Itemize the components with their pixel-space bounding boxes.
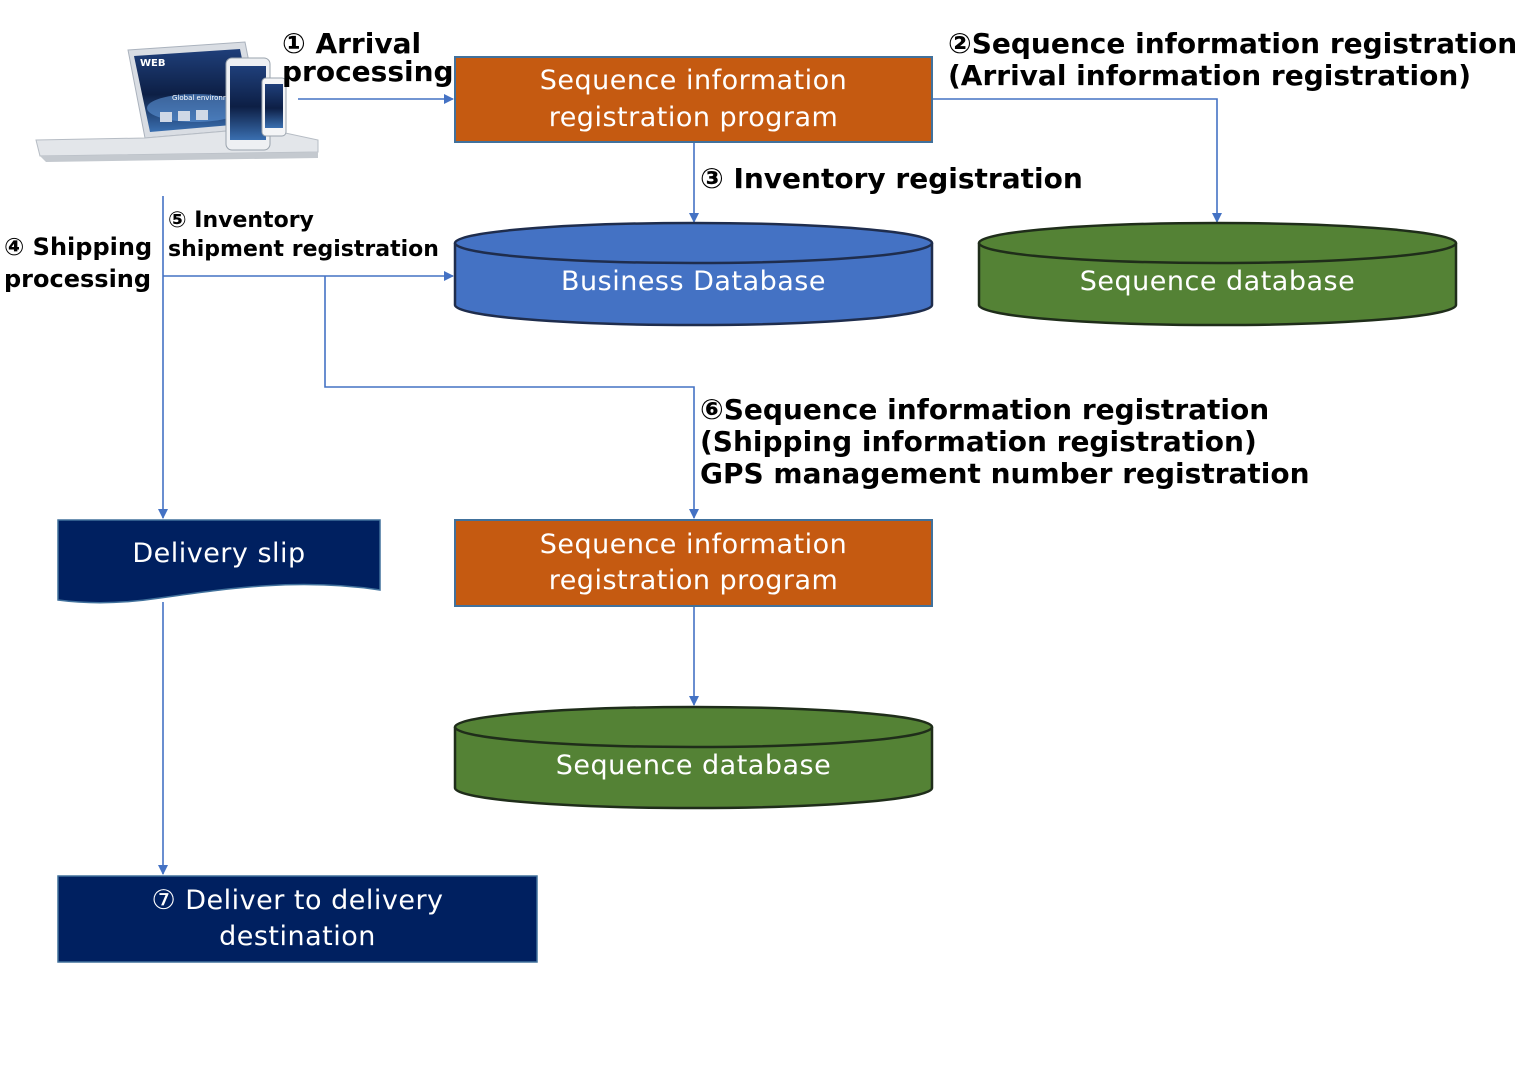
sequence-database-bottom-label: Sequence database <box>555 749 832 781</box>
arrow-seq-registration-shipping <box>324 276 699 519</box>
program-top-label: Sequence information registration progra… <box>539 65 848 133</box>
business-database-label: Business Database <box>561 265 826 297</box>
banner-text: Global environment <box>172 94 241 102</box>
deliver-label: ⑦ Deliver to delivery destination <box>151 884 444 952</box>
arrow-seq-registration-arrival <box>932 98 1222 223</box>
sequence-database-top-label: Sequence database <box>1079 265 1356 297</box>
step-inventory-shipment-label: ⑤ Inventory shipment registration <box>168 208 439 263</box>
delivery-slip-label: Delivery slip <box>132 537 306 569</box>
connectors <box>158 94 1222 875</box>
program-bottom-label: Sequence information registration progra… <box>539 528 848 596</box>
step-seq-registration-shipping-label: ⑥Sequence information registration (Ship… <box>700 393 1310 491</box>
step-arrival-label: ① Arrival processing <box>282 27 454 89</box>
program-box-bottom <box>454 519 933 607</box>
program-box-top <box>454 56 933 143</box>
deliver-box <box>57 875 538 963</box>
delivery-slip-shape <box>57 519 381 604</box>
step-seq-registration-arrival-label: ②Sequence information registration (Arri… <box>948 27 1517 93</box>
web-label: WEB <box>140 58 165 69</box>
step-shipping-label: ④ Shipping processing <box>4 233 153 293</box>
sequence-database-top <box>977 221 1458 327</box>
laptop-tablet-phone-icon: WEB Global environment <box>35 41 319 162</box>
step-inventory-label: ③ Inventory registration <box>700 162 1083 195</box>
sequence-database-bottom <box>453 705 934 810</box>
business-database <box>453 221 934 327</box>
